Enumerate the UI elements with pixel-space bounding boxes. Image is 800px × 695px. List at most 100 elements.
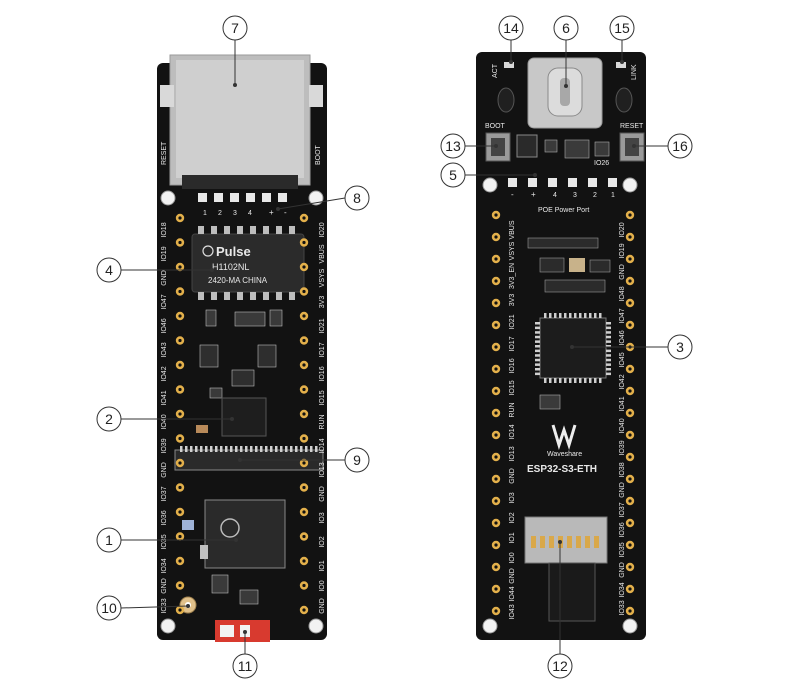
back-right-pin-label: IO37 [619,502,626,517]
fpc-pin [235,446,238,452]
callout-number: 16 [672,138,688,154]
fpc-pin [180,446,183,452]
callout-marker [96,257,122,283]
pin-hole [628,367,632,371]
pin-hole [628,257,632,261]
pin-hole [178,608,182,612]
chip-leg [594,378,597,383]
pin-hole [302,485,306,490]
transformer-model: H1102NL [212,262,249,272]
callout-number: 3 [676,339,684,355]
back-mount-hole [622,618,638,634]
pin-hole [628,213,632,217]
front-right-pin-label: IO20 [319,222,326,237]
front-poe-pin: + [269,208,274,217]
back-left-pin-label: 3V3 [509,294,516,307]
chip-leg [559,313,562,318]
sd-pin [549,536,554,548]
front-right-pin-label: IO16 [319,366,326,381]
callout-marker [344,185,370,211]
front-right-pin-label: IO21 [319,318,326,333]
pin-hole [302,240,306,245]
fpc-pin [250,446,253,452]
transformer-leg [250,292,256,300]
chip-leg [535,345,540,348]
front-left-pin-label: IO19 [161,246,168,261]
chip-leg [606,322,611,325]
fpc-pin [190,446,193,452]
pin-hole [178,289,182,294]
front-left-pin-label: IO43 [161,342,168,357]
io26-label: IO26 [594,160,609,167]
front-poe-header [198,193,287,202]
fpc-pin [205,446,208,452]
front-left-pin-label: IO42 [161,366,168,381]
fpc-pin [240,446,243,452]
front-boot-label: BOOT [315,144,322,165]
back-left-pin-label: RUN [509,402,516,417]
callout-number: 11 [238,658,253,674]
front-left-pin-label: IO41 [161,390,168,405]
chip-leg [535,335,540,339]
chip-leg [564,313,567,318]
poe-pad [246,193,255,202]
pin-hole [302,363,306,367]
pin-hole [628,433,632,437]
front-right-pin-label: VBUS [319,244,326,263]
transformer-leg [289,292,295,300]
sd-pin [531,536,536,548]
pin-hole [302,461,306,465]
poe-pad [262,193,271,202]
transformer-leg [211,226,217,234]
pin-hole [178,216,182,220]
pin-hole [302,338,306,343]
fpc-pin [260,446,263,452]
callout-marker [96,406,122,432]
callout-marker [553,15,579,41]
front-poe-pin: - [284,208,287,217]
back-left-pin-label: VBUS [509,220,516,239]
front-left-pin-label: IO18 [161,222,168,237]
back-left-pin-label: IO14 [509,424,516,439]
fpc-pin [290,446,293,452]
pin-hole [178,265,182,269]
front-right-pin-label: IO0 [319,580,326,591]
pin-hole [628,279,632,283]
pin-hole [178,436,182,441]
callout-number: 8 [353,190,361,206]
pin-hole [302,510,306,514]
front-left-pin-label: GND [161,270,168,286]
callout-marker [667,334,693,360]
poe-pad [214,193,223,202]
back-left-pin-label: IO17 [509,336,516,351]
poe-component [516,134,538,158]
callout-number: 6 [562,20,570,36]
chip-leg [579,378,582,383]
back-right-pin-label: IO39 [619,440,626,455]
chip-leg [554,313,557,318]
sd-pin [567,536,572,548]
pin-hole [302,265,306,269]
pin-hole [628,565,632,569]
front-left-pin-label: IO39 [161,438,168,453]
transformer-leg [237,226,243,234]
chip-leg [549,313,552,318]
pin-hole [302,534,306,539]
pin-hole [302,216,306,220]
fpc-pin [305,446,308,452]
callout-number: 12 [552,658,568,674]
poe-pad [548,178,557,187]
callout-leader [120,605,189,609]
front-right-pin-label: IO3 [319,512,326,523]
chip-leg [584,313,587,318]
chip-leg [535,358,540,362]
pin-hole [178,240,182,245]
front-right-pin-label: RUN [319,414,326,429]
espressif-logo-icon [220,518,240,538]
callout-marker [96,527,122,553]
pin-hole [628,609,632,613]
sd-pin [576,536,581,548]
chip-leg [574,378,577,383]
pin-hole [302,436,306,441]
